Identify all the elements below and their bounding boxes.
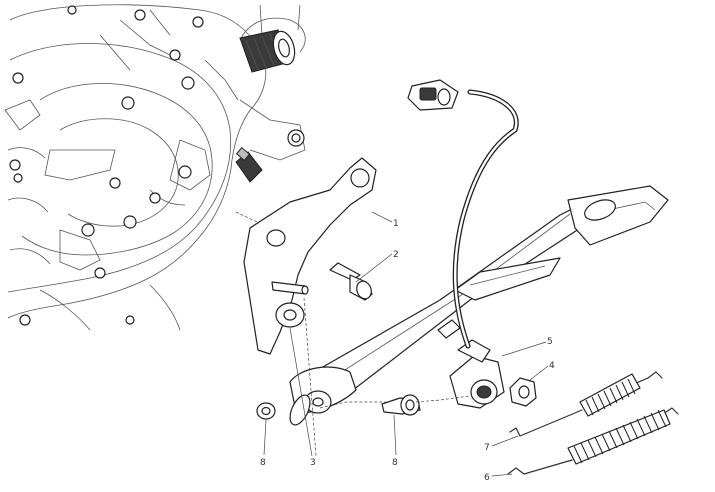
callout-5: 5 (547, 337, 553, 347)
casing-switch (235, 147, 263, 183)
washer-left (256, 402, 276, 420)
casing-bolts (9, 5, 305, 326)
side-stand-leg (289, 185, 669, 426)
callout-4: 4 (549, 361, 555, 371)
switch-nut (509, 377, 537, 407)
callout-3: 3 (310, 458, 316, 468)
spring-outer (507, 407, 679, 475)
callout-1: 1 (393, 219, 399, 229)
pivot-bolt (381, 394, 421, 416)
callout-8-center: 8 (392, 458, 398, 468)
callout-8-left: 8 (260, 458, 266, 468)
spring-inner (509, 371, 663, 437)
stand-bracket (243, 157, 377, 355)
callout-6: 6 (484, 473, 490, 483)
cable-connector (407, 79, 459, 111)
leader-lines (263, 211, 549, 477)
switch-cable (452, 89, 519, 349)
callout-7: 7 (484, 443, 490, 453)
stud-pin (271, 281, 309, 295)
bracket-bolt (329, 262, 373, 301)
callout-2: 2 (393, 250, 399, 260)
shift-pedal-rubber (239, 29, 296, 73)
